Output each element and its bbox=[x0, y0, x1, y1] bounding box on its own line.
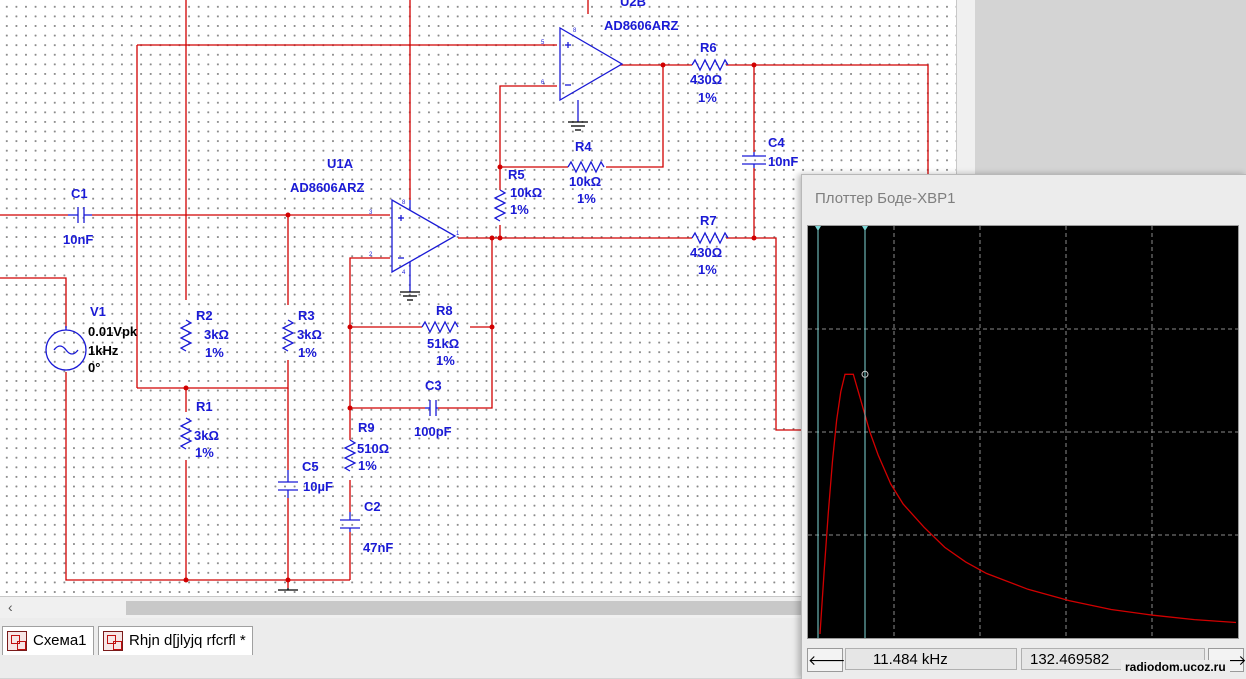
bode-plot bbox=[808, 226, 1238, 638]
c5-ref: C5 bbox=[302, 459, 319, 474]
r5-value: 10kΩ bbox=[510, 185, 542, 200]
schematic-icon bbox=[103, 631, 123, 651]
c4-ref: C4 bbox=[768, 135, 785, 150]
u2-pin5: 5 bbox=[541, 40, 545, 46]
tab-label: Схема1 bbox=[33, 632, 87, 649]
r3-tol: 1% bbox=[298, 345, 317, 360]
r9-value: 510Ω bbox=[357, 441, 389, 456]
u1-pin2: 2 bbox=[369, 252, 373, 258]
scroll-left-icon[interactable]: ‹ bbox=[8, 599, 13, 615]
bode-title: Плоттер Боде-XBP1 bbox=[815, 190, 956, 207]
bode-plot-area[interactable] bbox=[807, 225, 1239, 639]
r8-ref: R8 bbox=[436, 303, 453, 318]
r2-tol: 1% bbox=[205, 345, 224, 360]
r1-value: 3kΩ bbox=[194, 428, 219, 443]
circuit-drawing: 3 2 1 8 4 5 6 8 U2B AD8606ARZ U1A AD8606… bbox=[0, 0, 929, 591]
u1-pin1: 1 bbox=[456, 231, 460, 237]
v1-amp: 0.01Vpk bbox=[88, 324, 138, 339]
r9-ref: R9 bbox=[358, 420, 375, 435]
v1-phase: 0° bbox=[88, 360, 100, 375]
r4-value: 10kΩ bbox=[569, 174, 601, 189]
r9-tol: 1% bbox=[358, 458, 377, 473]
cursor-frequency-readout: 11.484 kHz bbox=[845, 648, 1017, 670]
scrollbar-thumb[interactable] bbox=[126, 601, 802, 615]
r8-tol: 1% bbox=[436, 353, 455, 368]
u1-pin3: 3 bbox=[369, 210, 373, 216]
u2-pin8: 8 bbox=[573, 28, 577, 34]
c4-value: 10nF bbox=[768, 154, 798, 169]
c3-ref: C3 bbox=[425, 378, 442, 393]
r1-tol: 1% bbox=[195, 445, 214, 460]
c2-value: 47nF bbox=[363, 540, 393, 555]
r4-ref: R4 bbox=[575, 139, 592, 154]
tab-label: Rhjn d[jlyjq rfcrfl * bbox=[129, 632, 246, 649]
r3-value: 3kΩ bbox=[297, 327, 322, 342]
r7-value: 430Ω bbox=[690, 245, 722, 260]
r1-ref: R1 bbox=[196, 399, 213, 414]
u2b-label: U2B bbox=[620, 0, 646, 9]
left-cursor-marker[interactable] bbox=[815, 226, 821, 231]
r5-tol: 1% bbox=[510, 202, 529, 217]
r5-ref: R5 bbox=[508, 167, 525, 182]
u1-pin4: 4 bbox=[402, 270, 406, 276]
watermark-text: radiodom.ucoz.ru bbox=[1121, 660, 1230, 674]
r6-tol: 1% bbox=[698, 90, 717, 105]
u2-pin6: 6 bbox=[541, 80, 545, 86]
schematic-icon bbox=[7, 631, 27, 651]
r6-value: 430Ω bbox=[690, 72, 722, 87]
c5-value: 10µF bbox=[303, 479, 333, 494]
tab-schema1[interactable]: Схема1 bbox=[2, 626, 94, 655]
sheet-tab-bar: Схема1 Rhjn d[jlyjq rfcrfl * bbox=[0, 618, 806, 678]
magnitude-curve bbox=[819, 373, 1237, 635]
r2-ref: R2 bbox=[196, 308, 213, 323]
r3-ref: R3 bbox=[298, 308, 315, 323]
c2-ref: C2 bbox=[364, 499, 381, 514]
u1-pin8: 8 bbox=[402, 200, 406, 206]
u1a-model: AD8606ARZ bbox=[290, 180, 364, 195]
cursor-point bbox=[861, 370, 869, 378]
c1-ref: C1 bbox=[71, 186, 88, 201]
horizontal-scrollbar[interactable]: ‹ bbox=[0, 596, 806, 619]
tab-sheet2[interactable]: Rhjn d[jlyjq rfcrfl * bbox=[98, 626, 253, 655]
r7-tol: 1% bbox=[698, 262, 717, 277]
c3-value: 100pF bbox=[414, 424, 452, 439]
cursor-left-button[interactable]: 🡐 bbox=[807, 648, 846, 672]
r4-tol: 1% bbox=[577, 191, 596, 206]
bode-plotter-window[interactable]: Плоттер Боде-XBP1 🡐 11.484 kHz 132.46958… bbox=[801, 174, 1246, 679]
r6-ref: R6 bbox=[700, 40, 717, 55]
v1-ref: V1 bbox=[90, 304, 106, 319]
r8-value: 51kΩ bbox=[427, 336, 459, 351]
r2-value: 3kΩ bbox=[204, 327, 229, 342]
v1-freq: 1kHz bbox=[88, 343, 119, 358]
r7-ref: R7 bbox=[700, 213, 717, 228]
cursor-marker[interactable] bbox=[862, 226, 868, 231]
plot-grid bbox=[808, 226, 1238, 638]
u2b-model: AD8606ARZ bbox=[604, 18, 678, 33]
c1-value: 10nF bbox=[63, 232, 93, 247]
u1a-label: U1A bbox=[327, 156, 354, 171]
